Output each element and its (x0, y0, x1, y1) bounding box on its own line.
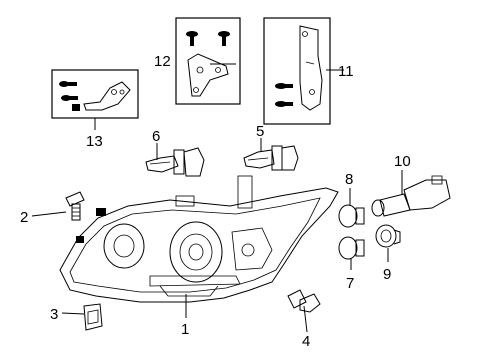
leader-lines (31, 63, 403, 333)
screw-icon (275, 83, 293, 89)
clip-3-icon (83, 303, 103, 331)
callout-6: 6 (152, 128, 160, 145)
clip-icon (72, 104, 80, 111)
screw-2-icon (65, 191, 85, 221)
screw-icon (61, 95, 78, 101)
screw-icon (218, 31, 230, 46)
callout-13: 13 (86, 133, 103, 150)
callout-1: 1 (181, 321, 189, 338)
screw-icon (186, 31, 198, 46)
kit-box-13 (51, 69, 139, 119)
callout-3: 3 (50, 306, 58, 323)
bulb-5-icon (243, 145, 299, 171)
callout-12: 12 (154, 53, 171, 70)
bulb-8-icon (338, 204, 365, 228)
socket-9-icon (375, 224, 401, 248)
callout-labels: 12 11 13 6 5 2 1 3 4 8 7 9 10 (20, 53, 411, 350)
bracket-icon (187, 53, 229, 97)
bracket-icon (83, 81, 131, 111)
bolt-4-icon (287, 289, 321, 313)
callout-4: 4 (302, 333, 310, 350)
bracket-icon (299, 25, 323, 111)
callout-5: 5 (256, 123, 264, 140)
callout-11: 11 (338, 63, 354, 80)
kit-box-11 (263, 17, 331, 125)
callout-7: 7 (346, 275, 354, 292)
bulb-6-icon (145, 147, 205, 177)
callout-2: 2 (20, 209, 28, 226)
bulb-7-icon (338, 236, 365, 260)
callout-8: 8 (345, 171, 353, 188)
headlamp-assembly (59, 175, 339, 303)
kit-box-12 (175, 17, 241, 105)
callout-10: 10 (394, 153, 411, 170)
socket-10-icon (371, 175, 451, 217)
screw-icon (59, 81, 77, 87)
screw-icon (275, 101, 293, 107)
callout-9: 9 (383, 266, 391, 283)
